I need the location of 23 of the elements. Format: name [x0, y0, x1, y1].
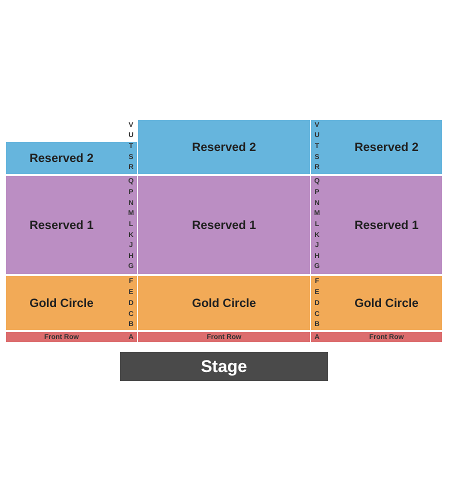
stage-block	[120, 352, 328, 381]
section-label: Reserved 1	[29, 218, 94, 232]
section-label: Reserved 2	[29, 151, 94, 165]
section-label: Reserved 1	[354, 218, 419, 232]
stage-label: Stage	[200, 356, 248, 376]
seating-section	[311, 332, 442, 342]
seating-section	[311, 276, 442, 330]
seating-section	[6, 176, 137, 274]
seating-section	[138, 120, 310, 174]
section-label: Reserved 2	[354, 140, 419, 154]
section-label: Reserved 2	[192, 140, 256, 154]
section-label: Gold Circle	[354, 296, 418, 310]
seating-section	[138, 332, 310, 342]
seating-section	[6, 142, 137, 174]
seating-section	[6, 276, 137, 330]
seating-section	[6, 332, 137, 342]
section-label: Gold Circle	[29, 296, 94, 310]
seating-section	[311, 176, 442, 274]
section-label: Reserved 1	[192, 218, 256, 232]
seating-section	[138, 176, 310, 274]
seating-section	[138, 276, 310, 330]
seating-section	[311, 120, 442, 174]
section-label: Gold Circle	[192, 296, 256, 310]
